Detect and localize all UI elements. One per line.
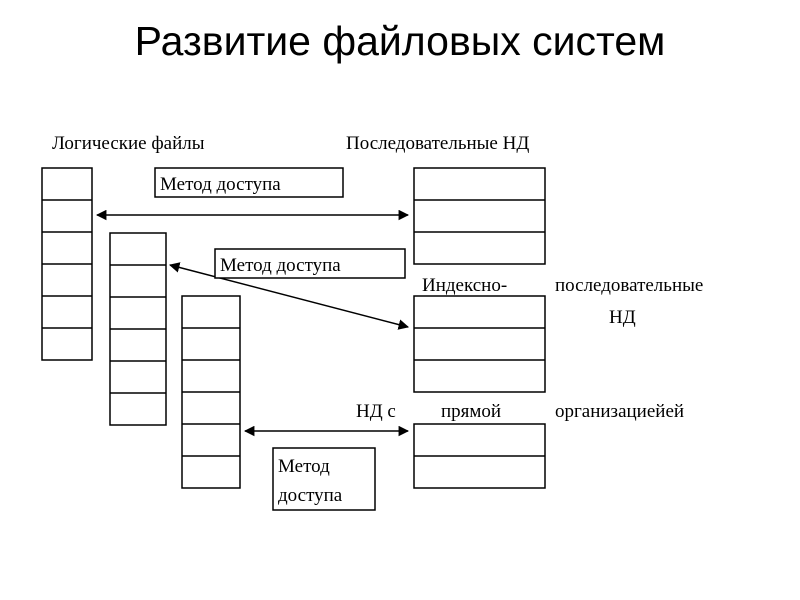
access-method-label-1: Метод доступа <box>160 174 281 195</box>
direct-label-part1: НД с <box>356 401 396 422</box>
slide-title: Развитие файловых систем <box>134 18 666 64</box>
logical-file-stack-3 <box>181 295 241 489</box>
direct-label-part3: организациейей <box>555 401 684 422</box>
access-method-box-2 <box>214 248 406 279</box>
sequential-nd-stack <box>413 167 546 265</box>
access-method-label-2: Метод доступа <box>220 255 341 276</box>
sequential-nd-label: Последовательные НД <box>346 133 529 154</box>
indexed-label-part1: Индексно- <box>422 275 507 296</box>
indexed-label-part3: НД <box>609 307 636 328</box>
indexed-label-part2: последовательные <box>555 275 703 296</box>
access-method-label-3-line2: доступа <box>278 485 343 506</box>
access-arrow-2 <box>168 262 410 330</box>
logical-file-stack-1 <box>41 167 93 361</box>
indexed-sequential-nd-stack <box>413 295 546 393</box>
access-method-label-3-line1: Метод <box>278 456 330 477</box>
access-method-box-1 <box>154 167 344 198</box>
logical-file-stack-2 <box>109 232 167 426</box>
logical-files-label: Логические файлы <box>52 133 205 154</box>
direct-label-part2: прямой <box>441 401 501 422</box>
direct-nd-stack <box>413 423 546 489</box>
access-method-box-3 <box>272 447 376 511</box>
